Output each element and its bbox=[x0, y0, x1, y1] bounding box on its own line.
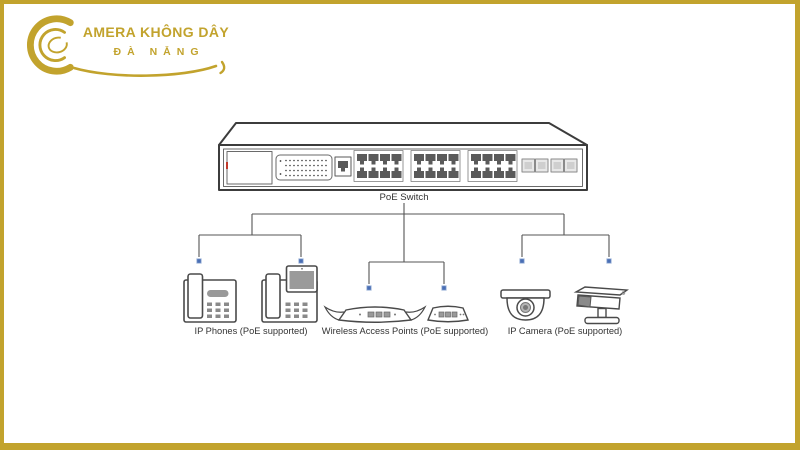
switch-label: PoE Switch bbox=[379, 192, 428, 203]
brand-city: ĐÀ NẴNG bbox=[113, 46, 205, 58]
wireless-ap-label: Wireless Access Points (PoE supported) bbox=[322, 326, 488, 336]
winged-access-point-icon bbox=[323, 305, 427, 323]
compact-access-point-icon bbox=[427, 305, 469, 323]
rj45-port-group-1 bbox=[353, 150, 404, 182]
rj45-port-group-2 bbox=[410, 150, 461, 182]
ip-phones-label: IP Phones (PoE supported) bbox=[194, 326, 307, 336]
connection-lines bbox=[198, 203, 610, 284]
led-panel bbox=[275, 154, 333, 181]
video-ip-phone-icon bbox=[261, 265, 318, 323]
brand-name: AMERA KHÔNG DÂY bbox=[82, 24, 230, 40]
dome-camera-icon bbox=[500, 289, 551, 321]
poe-topology-diagram: PoE Switch bbox=[183, 122, 629, 336]
switch-top-face bbox=[218, 122, 588, 146]
brand-logo: AMERA KHÔNG DÂY ĐÀ NẴNG bbox=[14, 10, 232, 84]
c-swirl-logo-icon bbox=[27, 15, 74, 75]
swoosh-underline-icon bbox=[72, 60, 226, 77]
bullet-camera-icon bbox=[573, 286, 629, 325]
uplink-port-icon bbox=[334, 156, 352, 177]
connector-dots bbox=[196, 258, 612, 291]
desk-ip-phone-icon bbox=[183, 273, 237, 323]
rj45-port-group-3 bbox=[467, 150, 518, 182]
ip-camera-label: IP Camera (PoE supported) bbox=[508, 326, 623, 336]
poe-switch bbox=[218, 122, 588, 191]
switch-blank-module bbox=[226, 151, 273, 185]
power-led-icon bbox=[226, 162, 228, 169]
